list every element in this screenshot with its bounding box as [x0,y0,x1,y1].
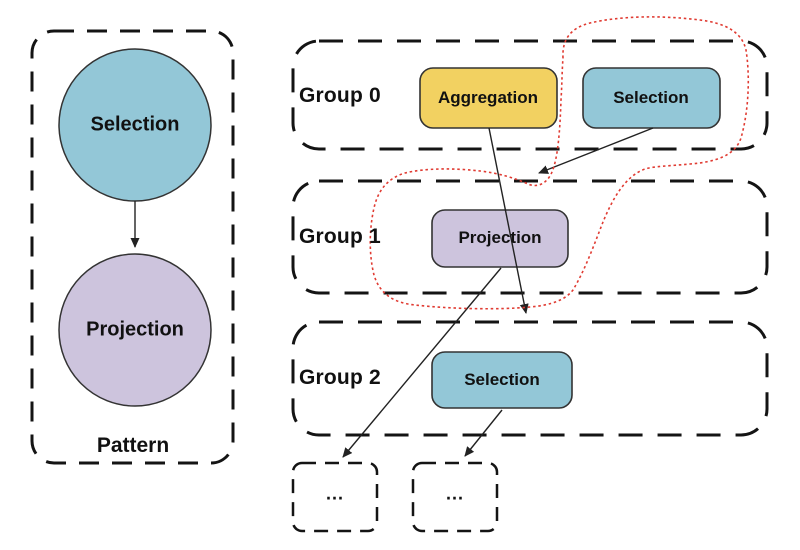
highlight-loop [369,16,750,310]
placeholder-right-outline [411,461,499,533]
edge-projection1-to-placeholder-left [342,267,502,458]
group2-selection-node [431,351,573,409]
pattern-panel [30,29,235,465]
edge-selection0-to-projection1 [538,127,654,174]
operator-nodes [419,67,721,409]
placeholder-left-outline [291,461,379,533]
edge-selection2-to-placeholder-right [464,409,503,457]
group0-outline [291,39,769,151]
group-containers [291,39,769,533]
pattern-selection-node [58,48,212,202]
group2-outline [291,320,769,437]
group1-projection-node [431,209,569,268]
group0-aggregation-node [419,67,558,129]
pattern-projection-node [58,253,212,407]
group0-selection-node [582,67,721,129]
edge-aggregation-to-group2 [488,127,529,314]
pattern-panel-outline [30,29,235,465]
group1-outline [291,179,769,295]
edges [342,127,654,458]
